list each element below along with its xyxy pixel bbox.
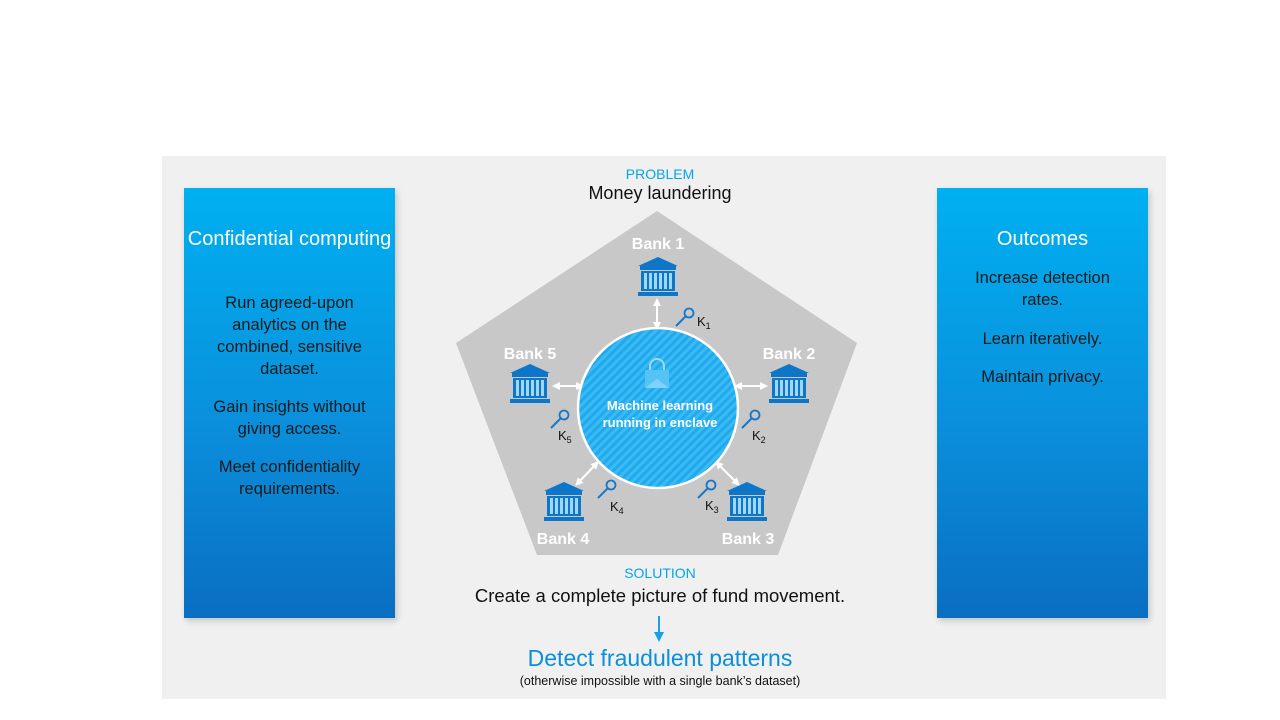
- key-1-letter: K: [697, 314, 706, 329]
- lock-icon: [645, 358, 669, 388]
- double-arrow-icon: [715, 461, 740, 486]
- key-1-subscript: 1: [706, 321, 711, 331]
- outcomes-panel: Outcomes Increase detection rates. Learn…: [937, 188, 1148, 618]
- bank-5-label: Bank 5: [504, 346, 557, 363]
- left-point-2: Gain insights without giving access.: [213, 398, 366, 438]
- key-5-label: K5: [558, 428, 572, 445]
- outcome-point-3: Maintain privacy.: [981, 368, 1104, 386]
- key-1-label: K1: [697, 314, 711, 331]
- confidential-computing-panel: Confidential computing Run agreed-upon a…: [184, 188, 395, 618]
- bank-2-label: Bank 2: [763, 346, 816, 363]
- key-5-subscript: 5: [567, 435, 572, 445]
- key-2-letter: K: [752, 428, 761, 443]
- key-2-subscript: 2: [761, 435, 766, 445]
- key-3-label: K3: [705, 498, 719, 515]
- enclave-circle: [576, 326, 740, 490]
- key-4-label: K4: [610, 499, 624, 516]
- key-2-label: K2: [752, 428, 766, 445]
- key-3-letter: K: [705, 498, 714, 513]
- solution-title: Create a complete picture of fund moveme…: [474, 585, 846, 606]
- key-4-letter: K: [610, 499, 619, 514]
- outcome-point-1: Increase detection rates.: [975, 269, 1110, 309]
- enclave-line-1: Machine learning: [607, 398, 713, 413]
- result-title: Detect fraudulent patterns: [527, 645, 793, 671]
- key-3-subscript: 3: [714, 505, 719, 515]
- double-arrow-icon: [575, 461, 599, 486]
- problem-title: Money laundering: [588, 183, 732, 203]
- left-point-3: Meet confidentiality requirements.: [218, 458, 361, 498]
- key-4-subscript: 4: [619, 506, 624, 516]
- confidential-computing-title: Confidential computing: [187, 228, 392, 250]
- solution-label: SOLUTION: [624, 565, 696, 581]
- left-point-1: Run agreed-upon analytics on the combine…: [217, 294, 362, 378]
- key-5-letter: K: [558, 428, 567, 443]
- problem-label: PROBLEM: [625, 166, 695, 182]
- result-subtitle: (otherwise impossible with a single bank…: [519, 674, 801, 688]
- outcome-point-2: Learn iteratively.: [982, 330, 1103, 348]
- bank-3-label: Bank 3: [722, 531, 775, 548]
- enclave-line-2: running in enclave: [603, 415, 718, 430]
- bank-1-label: Bank 1: [632, 236, 685, 253]
- bank-4-label: Bank 4: [537, 531, 590, 548]
- outcomes-title: Outcomes: [996, 228, 1089, 250]
